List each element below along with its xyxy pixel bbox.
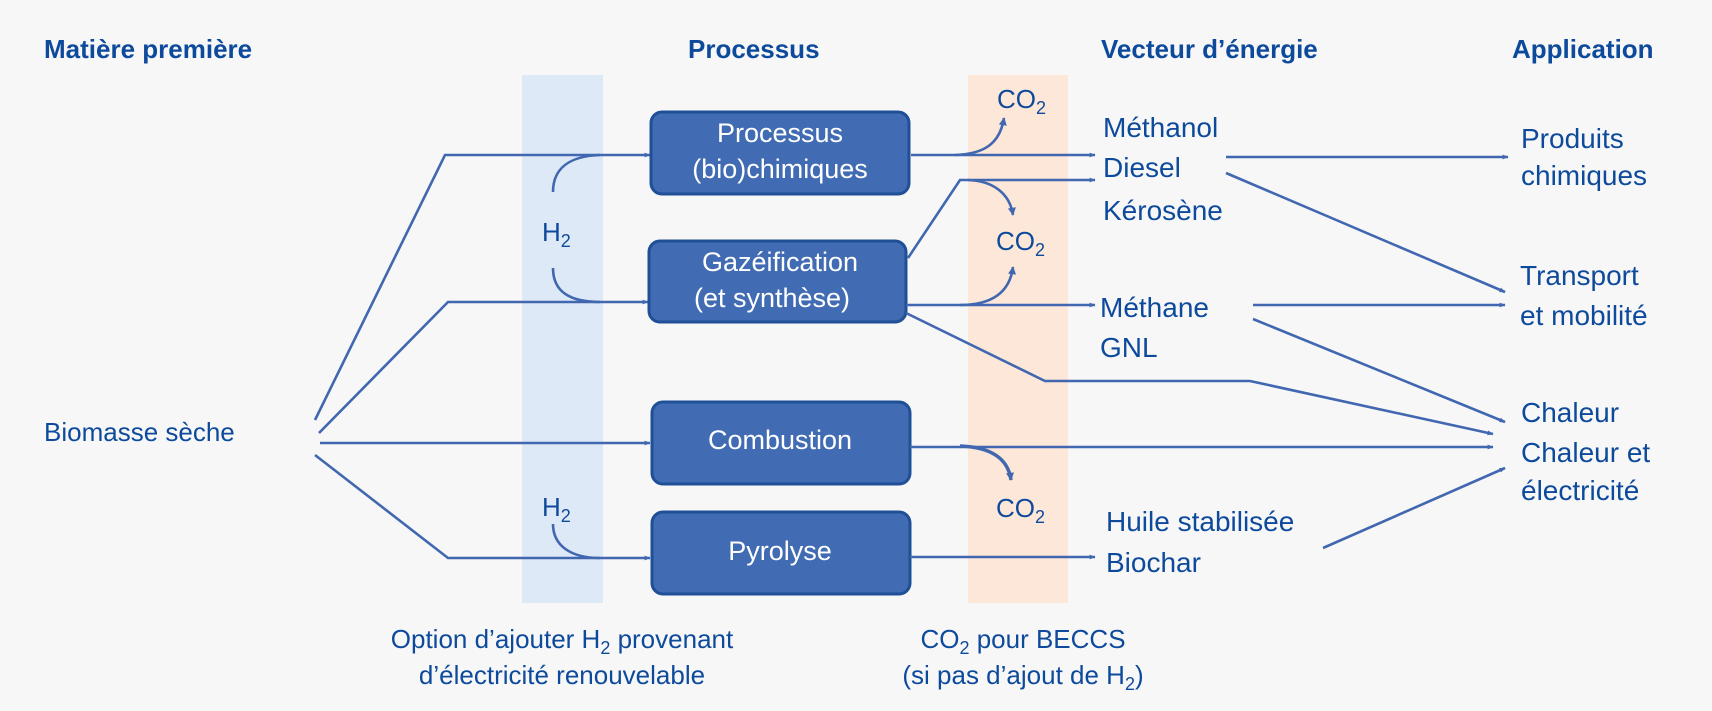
feedstock-label: Biomasse sèche (44, 417, 235, 447)
h2-label-lower: H2 (542, 492, 571, 526)
app-transport-line2: et mobilité (1520, 300, 1648, 331)
flow-gasification-to-heat-power (905, 311, 1494, 436)
flow-biomass-to-biochemical (313, 152, 651, 421)
carrier-methane: Méthane (1100, 292, 1209, 323)
h2-join-curve-gasification (551, 267, 601, 304)
process-gasification-line2: (et synthèse) (694, 283, 850, 313)
co2-release-gasification-methane (959, 266, 1017, 307)
process-biochemical-line2: (bio)chimiques (692, 154, 868, 184)
co2-release-combustion (959, 444, 1014, 481)
flow-methane-to-heat (1252, 317, 1506, 424)
app-heat: Chaleur (1521, 397, 1619, 428)
process-box-pyrolysis[interactable]: Pyrolyse (650, 510, 912, 596)
co2-capture-band (968, 75, 1068, 603)
process-box-biochemical[interactable]: Processus (bio)chimiques (649, 110, 911, 196)
footnote-h2-option-line2: d’électricité renouvelable (419, 660, 705, 690)
process-combustion-label: Combustion (708, 425, 852, 455)
flow-biomass-to-gasification (318, 299, 649, 434)
process-gasification-line1: Gazéification (702, 247, 858, 277)
carrier-lng: GNL (1100, 332, 1158, 363)
header-process: Processus (688, 34, 820, 64)
carrier-kerosene: Kérosène (1103, 195, 1223, 226)
app-transport-line1: Transport (1520, 260, 1639, 291)
process-pyrolysis-label: Pyrolyse (728, 536, 832, 566)
app-heat-power-line1: Chaleur et (1521, 437, 1650, 468)
h2-label-upper: H2 (542, 217, 571, 251)
process-biochemical-line1: Processus (717, 118, 843, 148)
carrier-stabilized-oil: Huile stabilisée (1106, 506, 1294, 537)
flow-fuels-to-transport (1225, 171, 1506, 294)
header-energy-carrier: Vecteur d’énergie (1101, 34, 1318, 64)
process-box-gasification[interactable]: Gazéification (et synthèse) (647, 239, 908, 324)
flow-oil-to-heat-power (1322, 466, 1506, 550)
flow-biomass-to-pyrolysis (314, 453, 651, 561)
h2-join-curve-biochemical (551, 153, 601, 193)
h2-join-curve-pyrolysis (551, 523, 601, 560)
process-box-combustion[interactable]: Combustion (650, 400, 912, 486)
footnote-h2-option-line1: Option d’ajouter H2 provenant (391, 624, 734, 658)
footnote-beccs-line1: CO2 pour BECCS (920, 624, 1125, 658)
svg-text:H2: H2 (542, 217, 571, 251)
app-chemicals-line1: Produits (1521, 123, 1624, 154)
header-application: Application (1512, 34, 1654, 64)
carrier-methanol: Méthanol (1103, 112, 1218, 143)
flow-gasification-to-fuels (906, 177, 1096, 259)
co2-release-biochemical (954, 117, 1007, 157)
co2-label-top: CO2 (997, 84, 1046, 118)
app-chemicals-line2: chimiques (1521, 160, 1647, 191)
h2-option-band (522, 75, 603, 603)
footnote-beccs-line2: (si pas d’ajout de H2) (902, 660, 1143, 694)
co2-release-gasification-fuels (967, 178, 1016, 216)
co2-label-bottom: CO2 (996, 493, 1045, 527)
co2-label-middle: CO2 (996, 226, 1045, 260)
carrier-diesel: Diesel (1103, 152, 1181, 183)
header-raw-material: Matière première (44, 34, 252, 64)
app-heat-power-line2: électricité (1521, 475, 1639, 506)
carrier-biochar: Biochar (1106, 547, 1201, 578)
svg-text:H2: H2 (542, 492, 571, 526)
